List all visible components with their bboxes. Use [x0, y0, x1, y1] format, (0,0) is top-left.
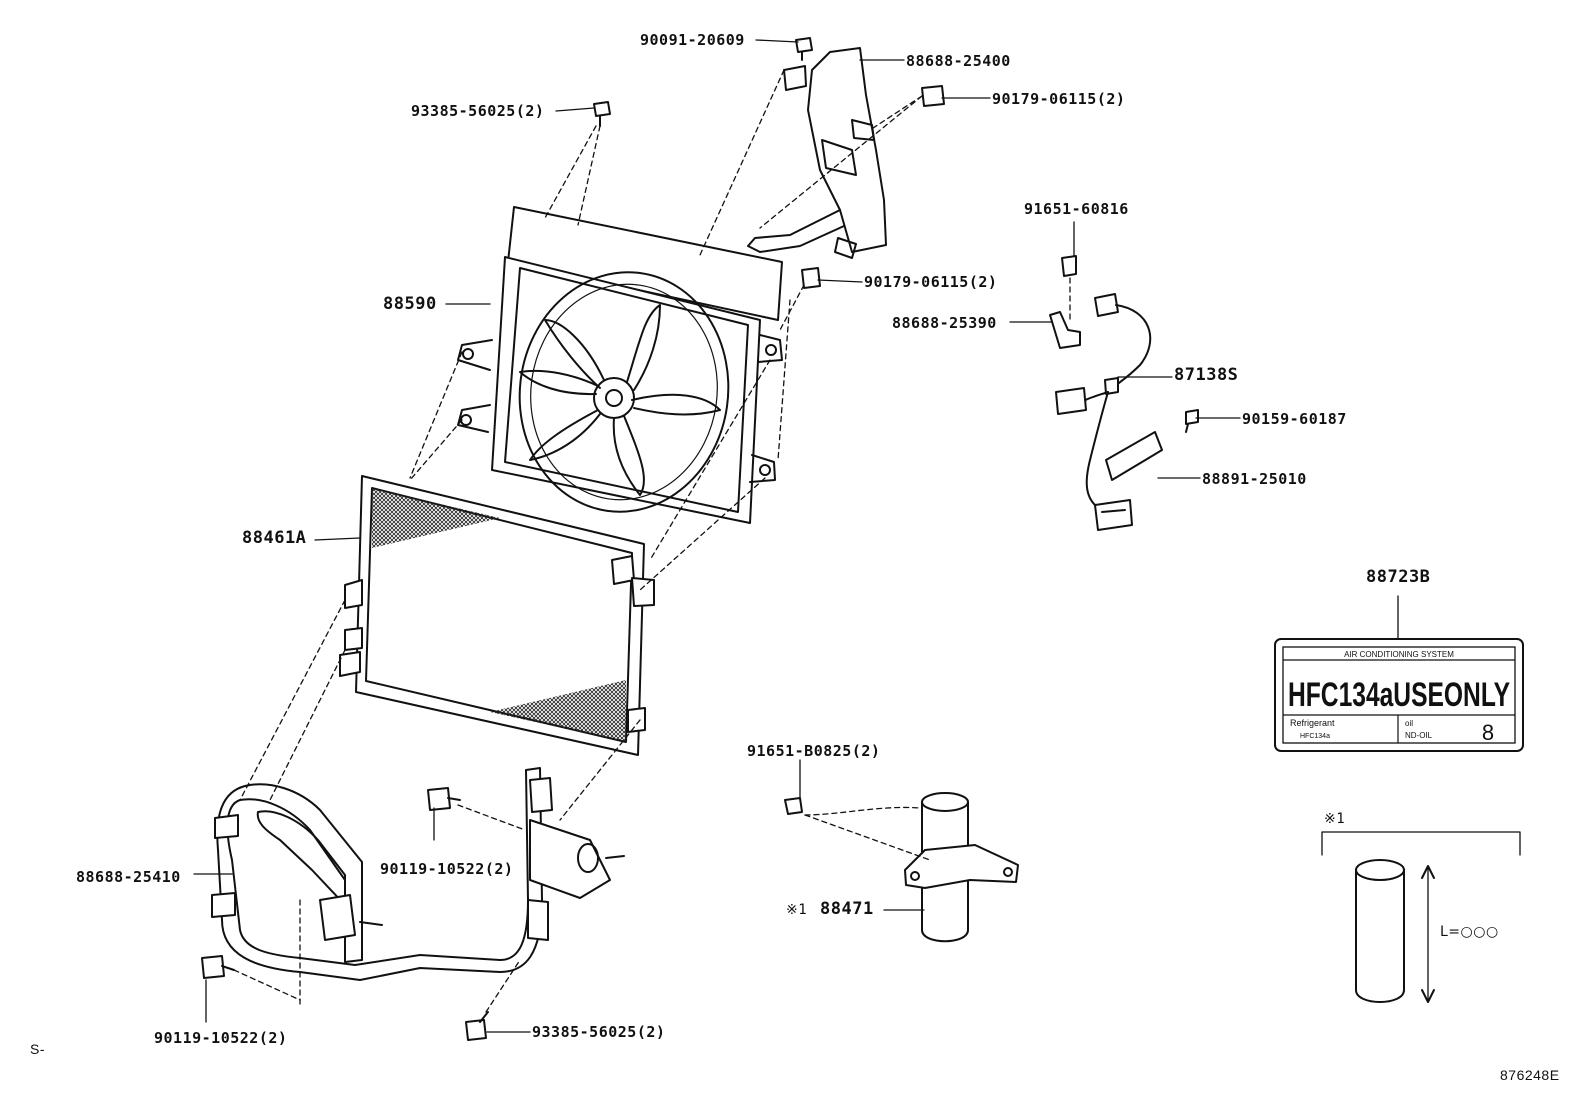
lower-bracket — [211, 767, 611, 981]
part-88688-25410: 88688-25410 — [76, 868, 181, 886]
receiver — [784, 792, 1019, 943]
label-plate: AIR CONDITIONING SYSTEM HFC134aUSEONLY R… — [1274, 638, 1524, 752]
alignment-lines — [233, 69, 1071, 1013]
fan-shroud — [457, 206, 783, 524]
part-91651-60816: 91651-60816 — [1024, 200, 1129, 218]
part-90119-10522-bot: 90119-10522(2) — [154, 1029, 288, 1047]
part-88688-25390: 88688-25390 — [892, 314, 997, 332]
part-88891-25010: 88891-25010 — [1202, 470, 1307, 488]
wire-harness — [1049, 255, 1199, 531]
part-87138S: 87138S — [1174, 365, 1239, 385]
detail-view — [1321, 831, 1521, 1003]
plate-oil-label: oil — [1405, 719, 1413, 728]
corner-mark: S- — [30, 1041, 45, 1057]
detail-mark: ※1 — [1324, 811, 1346, 827]
plate-oil-value: ND-OIL — [1405, 731, 1433, 740]
part-88471: 88471 — [820, 899, 874, 919]
plate-refrigerant-label: Refrigerant — [1290, 718, 1335, 728]
detail-length: L=○○○ — [1440, 924, 1499, 940]
part-93385-56025-bot: 93385-56025(2) — [532, 1023, 666, 1041]
plate-number: 8 — [1482, 720, 1494, 745]
leader-lines — [193, 39, 1399, 1033]
part-90179-06115-b: 90179-06115(2) — [864, 273, 998, 291]
plate-header: AIR CONDITIONING SYSTEM — [1344, 650, 1454, 659]
part-88723B: 88723B — [1366, 567, 1431, 587]
part-88688-25400: 88688-25400 — [906, 52, 1011, 70]
plate-main: HFC134aUSEONLY — [1288, 676, 1510, 714]
part-91651-B0825: 91651-B0825(2) — [747, 742, 881, 760]
upper-bracket — [747, 47, 887, 259]
part-93385-56025-top: 93385-56025(2) — [411, 102, 545, 120]
diagram-id: 876248E — [1500, 1067, 1560, 1083]
part-88471-mark: ※1 — [786, 902, 808, 918]
part-88590: 88590 — [383, 294, 437, 314]
part-90091-20609: 90091-20609 — [640, 31, 745, 49]
part-90179-06115-a: 90179-06115(2) — [992, 90, 1126, 108]
part-88461A: 88461A — [242, 528, 307, 548]
plate-refrigerant-value: HFC134a — [1300, 733, 1330, 740]
fasteners — [201, 37, 945, 1041]
part-90159-60187: 90159-60187 — [1242, 410, 1347, 428]
condenser — [339, 475, 655, 756]
part-90119-10522-mid: 90119-10522(2) — [380, 860, 514, 878]
